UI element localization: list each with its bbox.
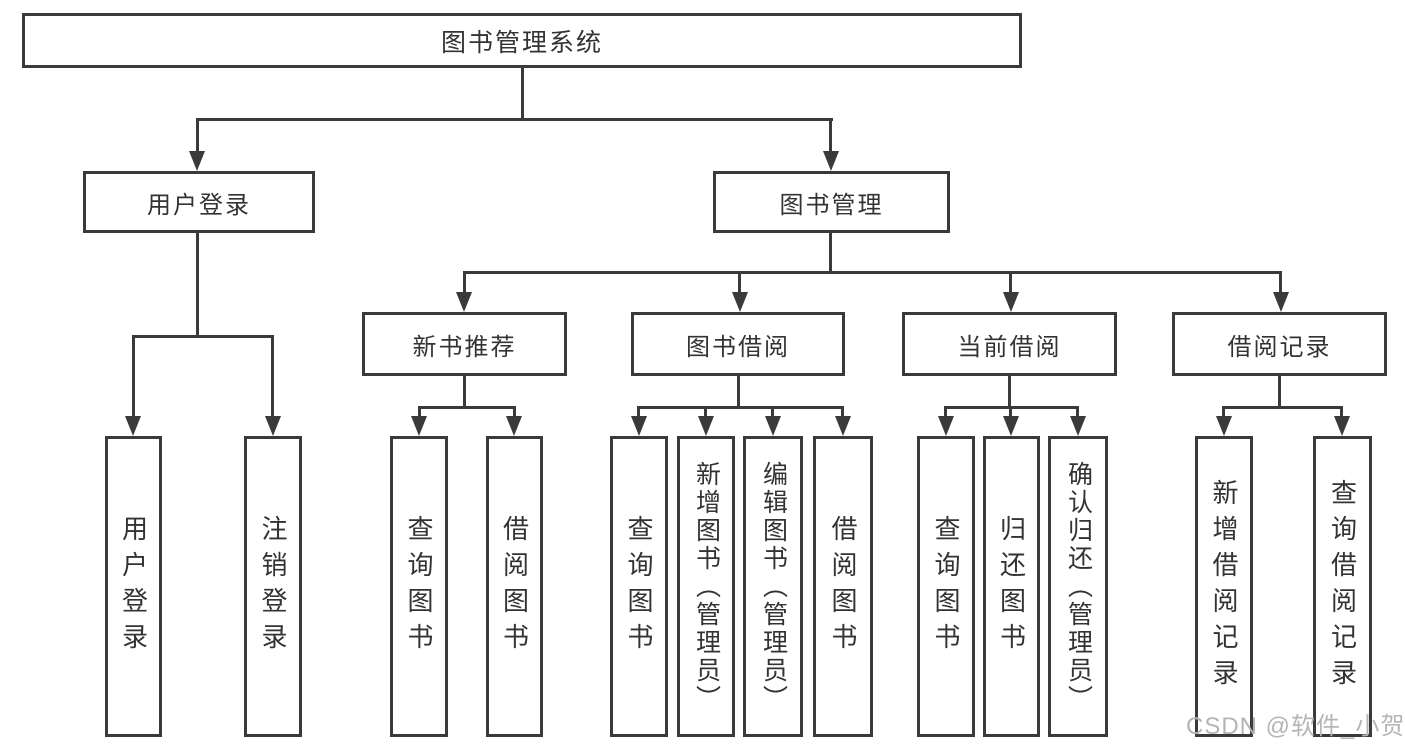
leaf-query-books-1: 查询图书 — [390, 436, 448, 737]
leaf-confirm-return-admin: 确认归还（管理员） — [1048, 436, 1108, 737]
node-book-borrowing: 图书借阅 — [631, 312, 845, 376]
leaf-label: 确认归还（管理员） — [1064, 460, 1093, 713]
leaf-label: 注销登录 — [258, 514, 288, 659]
leaf-borrow-books-2: 借阅图书 — [813, 436, 873, 737]
connector-line — [1222, 406, 1225, 418]
connector-line — [1008, 376, 1011, 406]
arrow-down-icon — [456, 292, 472, 312]
connector-line — [1279, 271, 1282, 294]
arrow-down-icon — [1070, 416, 1086, 436]
arrow-down-icon — [698, 416, 714, 436]
leaf-label: 用户登录 — [118, 514, 149, 659]
node-label: 新书推荐 — [412, 333, 517, 361]
connector-line — [463, 271, 466, 294]
leaf-add-book-admin: 新增图书（管理员） — [677, 436, 735, 737]
leaf-add-borrow-record: 新增借阅记录 — [1195, 436, 1253, 737]
connector-line — [271, 335, 274, 418]
connector-line — [737, 376, 740, 406]
leaf-label: 新增借阅记录 — [1209, 478, 1239, 695]
arrow-down-icon — [411, 416, 427, 436]
node-label: 图书借阅 — [686, 333, 790, 361]
node-label: 图书管理 — [779, 191, 884, 219]
connector-line — [1076, 406, 1079, 418]
connector-line — [1222, 406, 1342, 409]
connector-line — [132, 335, 274, 338]
node-current-borrowing: 当前借阅 — [902, 312, 1117, 376]
connector-line — [738, 271, 741, 294]
node-new-book-recommend: 新书推荐 — [362, 312, 567, 376]
arrow-down-icon — [732, 292, 748, 312]
leaf-label: 归还图书 — [996, 514, 1027, 659]
leaf-label: 新增图书（管理员） — [692, 460, 721, 713]
leaf-return-books: 归还图书 — [983, 436, 1040, 737]
leaf-label: 编辑图书（管理员） — [759, 460, 788, 713]
leaf-label: 查询图书 — [404, 514, 434, 659]
arrow-down-icon — [265, 416, 281, 436]
leaf-query-borrow-record: 查询借阅记录 — [1313, 436, 1372, 737]
leaf-query-books-3: 查询图书 — [917, 436, 975, 737]
arrow-down-icon — [835, 416, 851, 436]
arrow-down-icon — [1003, 416, 1019, 436]
arrow-down-icon — [125, 416, 141, 436]
leaf-query-books-2: 查询图书 — [610, 436, 668, 737]
arrow-down-icon — [823, 151, 839, 171]
connector-line — [1278, 376, 1281, 406]
arrow-down-icon — [189, 151, 205, 171]
leaf-user-login: 用户登录 — [105, 436, 162, 737]
connector-line — [944, 406, 947, 418]
arrow-down-icon — [938, 416, 954, 436]
connector-line — [196, 233, 199, 335]
leaf-borrow-books-1: 借阅图书 — [486, 436, 543, 737]
node-library-management-system: 图书管理系统 — [22, 13, 1022, 68]
leaf-label: 借阅图书 — [828, 514, 858, 659]
connector-line — [1340, 406, 1343, 418]
leaf-label: 查询借阅记录 — [1327, 478, 1358, 695]
node-label: 借阅记录 — [1227, 333, 1332, 361]
arrow-down-icon — [1003, 292, 1019, 312]
arrow-down-icon — [631, 416, 647, 436]
leaf-edit-book-admin: 编辑图书（管理员） — [743, 436, 803, 737]
connector-line — [1009, 271, 1012, 294]
connector-line — [196, 118, 199, 153]
leaf-logout: 注销登录 — [244, 436, 302, 737]
arrow-down-icon — [1216, 416, 1232, 436]
csdn-watermark: CSDN @软件_小贺同学 — [1186, 713, 1405, 740]
leaf-label: 借阅图书 — [499, 514, 530, 659]
leaf-label: 查询图书 — [931, 514, 961, 659]
connector-line — [771, 406, 774, 418]
connector-line — [704, 406, 707, 418]
connector-line — [637, 406, 640, 418]
leaf-label: 查询图书 — [624, 514, 654, 659]
connector-line — [418, 406, 516, 409]
node-label: 图书管理系统 — [440, 28, 603, 57]
node-borrowing-records: 借阅记录 — [1172, 312, 1387, 376]
connector-line — [196, 118, 833, 121]
node-label: 当前借阅 — [957, 333, 1062, 361]
arrow-down-icon — [1273, 292, 1289, 312]
connector-line — [463, 271, 1282, 274]
connector-line — [521, 68, 524, 118]
connector-line — [132, 335, 135, 418]
connector-line — [829, 233, 832, 271]
arrow-down-icon — [765, 416, 781, 436]
connector-line — [637, 406, 843, 409]
connector-line — [841, 406, 844, 418]
node-label: 用户登录 — [147, 191, 251, 219]
node-user-login: 用户登录 — [83, 171, 315, 233]
connector-line — [1009, 406, 1012, 418]
connector-line — [513, 406, 516, 418]
arrow-down-icon — [506, 416, 522, 436]
arrow-down-icon — [1334, 416, 1350, 436]
connector-line — [463, 376, 466, 406]
connector-line — [829, 118, 832, 153]
node-book-management: 图书管理 — [713, 171, 950, 233]
connector-line — [418, 406, 421, 418]
